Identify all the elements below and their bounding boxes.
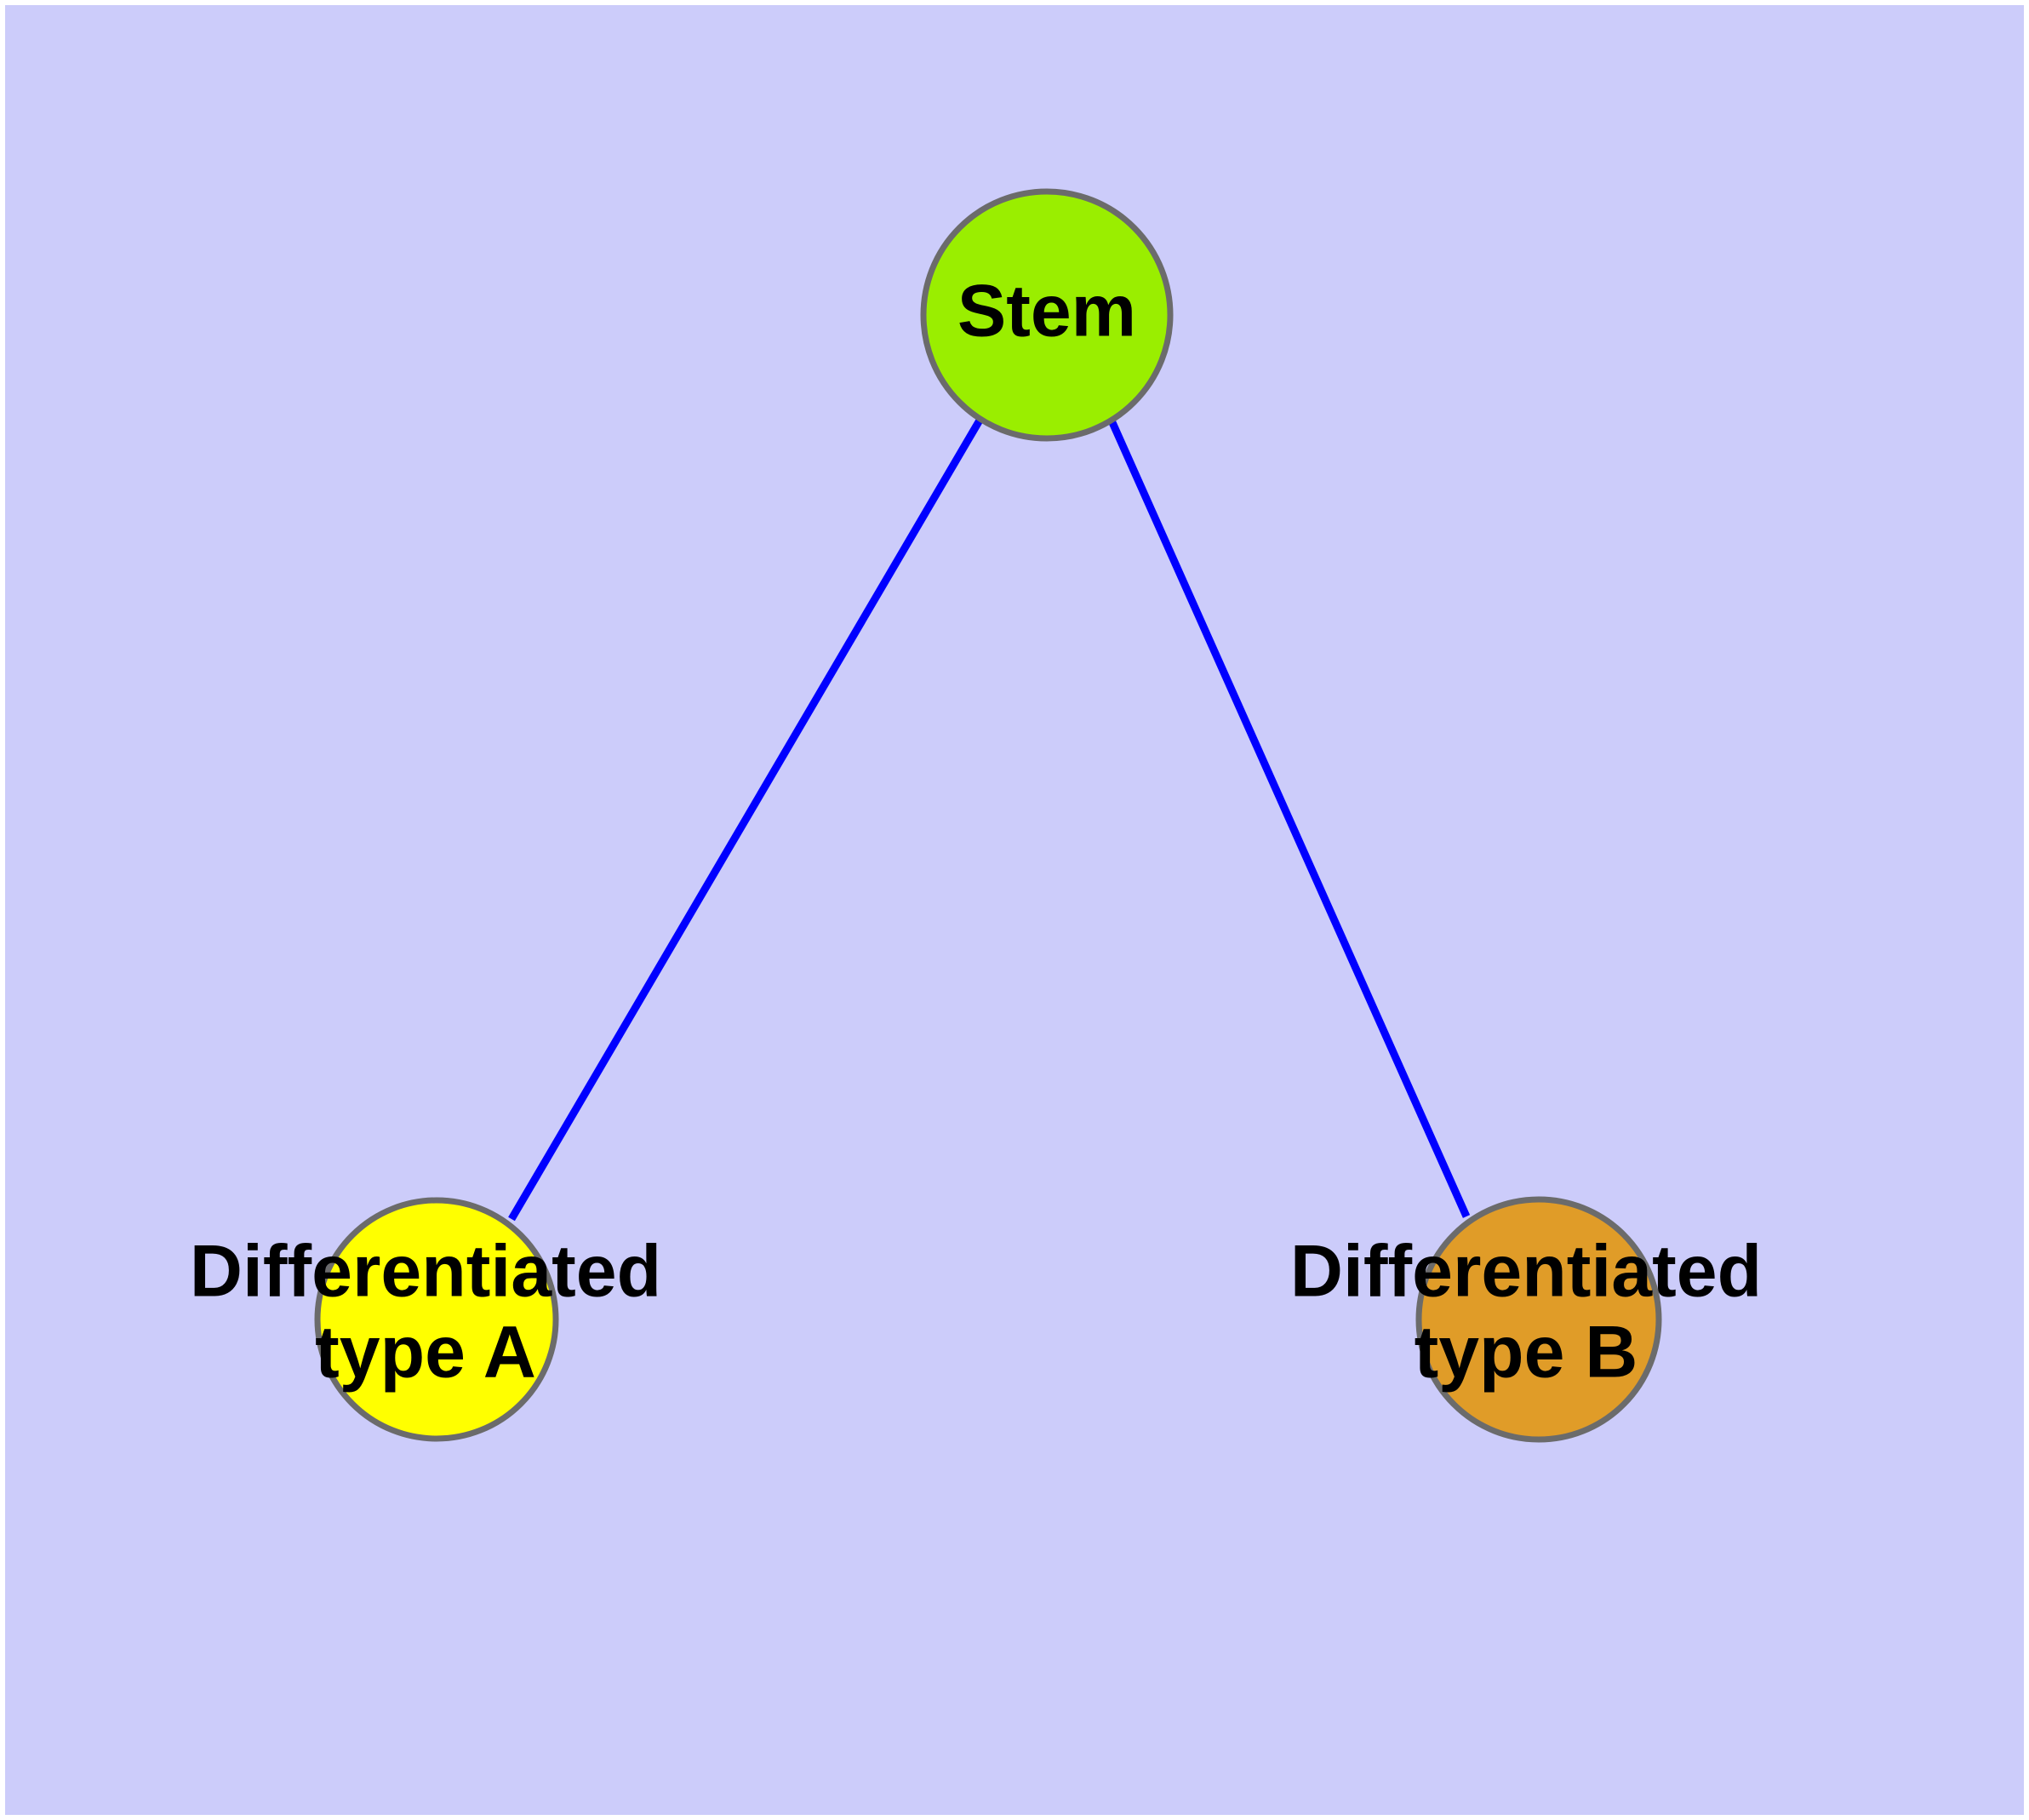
node-differentiated-type-b-label-line-2: type B (1415, 1312, 1638, 1394)
edge-layer (508, 416, 1471, 1222)
node-stem-circle[interactable] (920, 188, 1174, 442)
node-layer (314, 188, 1662, 1443)
node-differentiated-type-a-label-line-1: Differentiated (190, 1231, 661, 1313)
node-differentiated-type-a-label-line-2: type A (315, 1312, 536, 1394)
node-differentiated-type-a[interactable] (314, 1197, 559, 1442)
label-layer: Stem Differentiated type A Differentiate… (190, 271, 1762, 1394)
node-differentiated-type-a-circle[interactable] (314, 1197, 559, 1442)
edge-stem-to-differentiated-type-b[interactable] (1107, 419, 1471, 1218)
node-differentiated-type-a-label: Differentiated type A (190, 1231, 661, 1394)
node-stem[interactable] (920, 188, 1174, 442)
node-differentiated-type-b-label-line-1: Differentiated (1290, 1231, 1762, 1313)
node-differentiated-type-b[interactable] (1415, 1196, 1662, 1443)
node-differentiated-type-b-label: Differentiated type B (1290, 1231, 1762, 1394)
edge-stem-to-differentiated-type-a[interactable] (508, 416, 984, 1222)
node-stem-label: Stem (957, 271, 1136, 352)
node-differentiated-type-b-circle[interactable] (1415, 1196, 1662, 1443)
